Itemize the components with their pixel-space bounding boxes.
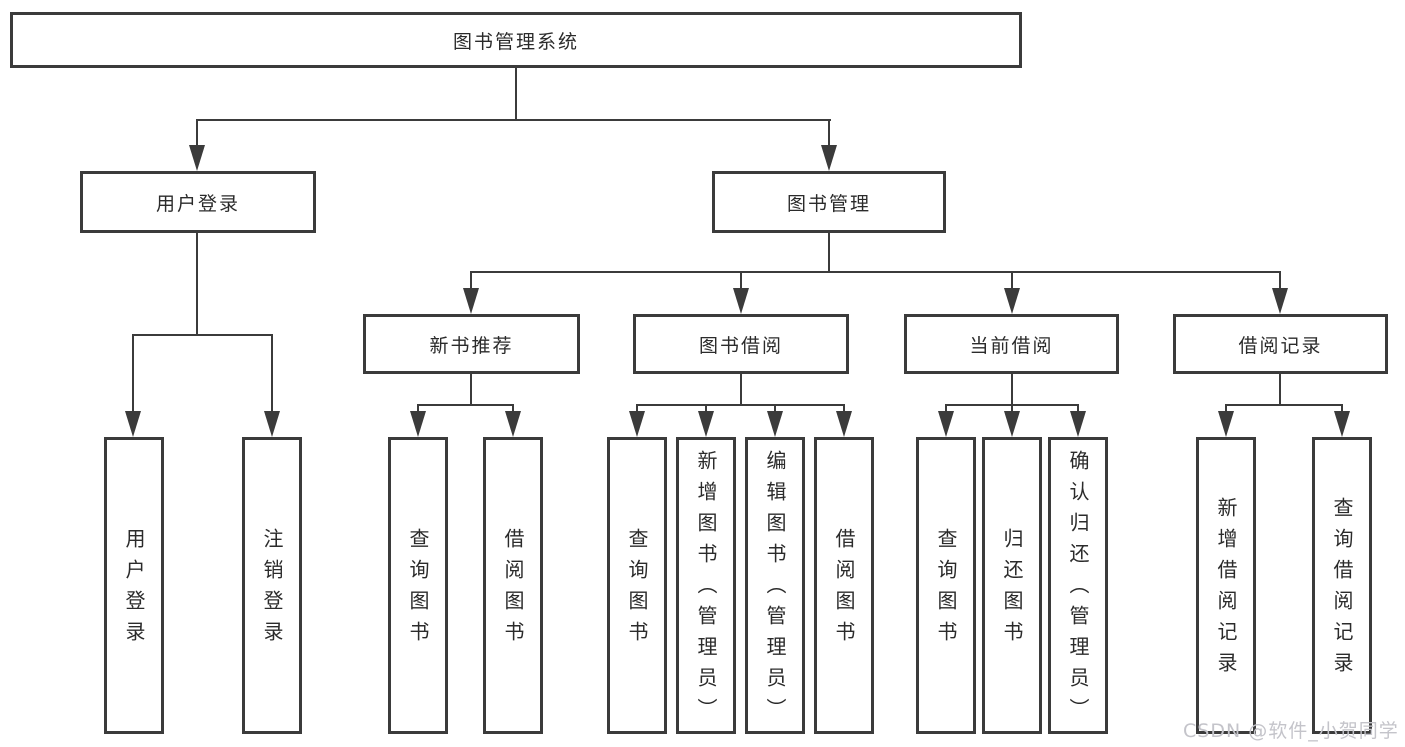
- connector-book-mgmt-hline: [470, 271, 1281, 273]
- connector-cb-query-stub: [945, 404, 947, 414]
- arrowhead-bb-add: [698, 411, 714, 437]
- connector-cb-return-stub: [1011, 404, 1013, 414]
- node-leaf-cb-query-book: 查询图书: [916, 437, 976, 734]
- connector-root-vline: [515, 68, 517, 120]
- connector-user-login-hline: [132, 334, 273, 336]
- node-label: 查询借阅记录: [1330, 496, 1354, 683]
- connector-current-borrow-vline: [1011, 374, 1013, 406]
- connector-root-hline: [196, 119, 831, 121]
- node-leaf-bb-query-book: 查询图书: [607, 437, 667, 734]
- node-label: 用户登录: [122, 527, 146, 652]
- arrowhead-book-mgmt: [821, 145, 837, 171]
- node-label: 注销登录: [260, 527, 284, 652]
- node-label: 图书管理系统: [452, 30, 579, 53]
- node-leaf-bb-edit-book-admin: 编辑图书（管理员）: [745, 437, 805, 734]
- node-leaf-nb-borrow-book: 借阅图书: [483, 437, 543, 734]
- node-label: 图书管理: [786, 192, 871, 215]
- connector-new-book-hline: [417, 404, 514, 406]
- node-label: 新增图书（管理员）: [694, 450, 718, 729]
- connector-book-mgmt-stub: [828, 119, 830, 147]
- csdn-watermark: CSDN @软件_小贺同学: [1183, 720, 1399, 742]
- connector-br-add-stub: [1225, 404, 1227, 414]
- arrowhead-bb-borrow: [836, 411, 852, 437]
- node-label: 新书推荐: [429, 334, 514, 357]
- arrowhead-nb-borrow: [505, 411, 521, 437]
- arrowhead-bb-edit: [767, 411, 783, 437]
- connector-current-borrow-stub: [1011, 271, 1013, 289]
- connector-br-query-stub: [1341, 404, 1343, 414]
- arrowhead-logout-leaf: [264, 411, 280, 437]
- node-current-borrowing: 当前借阅: [904, 314, 1119, 374]
- connector-nb-query-stub: [417, 404, 419, 414]
- connector-new-book-stub: [470, 271, 472, 289]
- connector-bb-edit-stub: [774, 404, 776, 414]
- node-label: 确认归还（管理员）: [1066, 450, 1090, 729]
- arrowhead-new-book: [463, 288, 479, 314]
- connector-borrow-records-vline: [1279, 374, 1281, 406]
- connector-bb-borrow-stub: [843, 404, 845, 414]
- connector-borrow-records-hline: [1225, 404, 1342, 406]
- connector-bb-query-stub: [636, 404, 638, 414]
- connector-borrow-records-stub: [1279, 271, 1281, 289]
- node-leaf-user-login: 用户登录: [104, 437, 164, 734]
- node-leaf-logout: 注销登录: [242, 437, 302, 734]
- node-book-management: 图书管理: [712, 171, 946, 233]
- connector-cb-confirm-stub: [1077, 404, 1079, 414]
- arrowhead-br-add: [1218, 411, 1234, 437]
- arrowhead-bb-query: [629, 411, 645, 437]
- node-leaf-nb-query-book: 查询图书: [388, 437, 448, 734]
- arrowhead-nb-query: [410, 411, 426, 437]
- connector-book-mgmt-vline: [828, 233, 830, 273]
- connector-nb-borrow-stub: [512, 404, 514, 414]
- arrowhead-login-leaf: [125, 411, 141, 437]
- connector-bb-add-stub: [705, 404, 707, 414]
- node-label: 归还图书: [1000, 527, 1024, 652]
- connector-book-borrow-hline: [636, 404, 845, 406]
- node-leaf-cb-return-book: 归还图书: [982, 437, 1042, 734]
- node-label: 查询图书: [934, 527, 958, 652]
- node-leaf-br-add-record: 新增借阅记录: [1196, 437, 1256, 734]
- connector-new-book-vline: [470, 374, 472, 406]
- connector-logout-leaf-stub: [271, 334, 273, 412]
- node-leaf-bb-borrow-book: 借阅图书: [814, 437, 874, 734]
- connector-book-borrow-vline: [740, 374, 742, 406]
- arrowhead-user-login: [189, 145, 205, 171]
- node-label: 借阅记录: [1238, 334, 1323, 357]
- node-label: 借阅图书: [832, 527, 856, 652]
- node-label: 用户登录: [155, 192, 240, 215]
- connector-book-borrow-stub: [740, 271, 742, 289]
- node-new-book-recommend: 新书推荐: [363, 314, 580, 374]
- arrowhead-borrow-records: [1272, 288, 1288, 314]
- node-book-borrowing: 图书借阅: [633, 314, 849, 374]
- node-borrowing-records: 借阅记录: [1173, 314, 1388, 374]
- arrowhead-cb-query: [938, 411, 954, 437]
- arrowhead-br-query: [1334, 411, 1350, 437]
- connector-login-leaf-stub: [132, 334, 134, 412]
- node-leaf-cb-confirm-return-admin: 确认归还（管理员）: [1048, 437, 1108, 734]
- node-label: 查询图书: [625, 527, 649, 652]
- node-user-login: 用户登录: [80, 171, 316, 233]
- node-label: 图书借阅: [698, 334, 783, 357]
- arrowhead-cb-return: [1004, 411, 1020, 437]
- node-label: 编辑图书（管理员）: [763, 450, 787, 729]
- node-leaf-bb-add-book-admin: 新增图书（管理员）: [676, 437, 736, 734]
- node-leaf-br-query-record: 查询借阅记录: [1312, 437, 1372, 734]
- node-library-management-system: 图书管理系统: [10, 12, 1022, 68]
- arrowhead-cb-confirm: [1070, 411, 1086, 437]
- connector-user-login-vline: [196, 233, 198, 336]
- node-label: 查询图书: [406, 527, 430, 652]
- arrowhead-book-borrow: [733, 288, 749, 314]
- arrowhead-current-borrow: [1004, 288, 1020, 314]
- node-label: 借阅图书: [501, 527, 525, 652]
- connector-user-login-stub: [196, 119, 198, 147]
- node-label: 新增借阅记录: [1214, 496, 1238, 683]
- node-label: 当前借阅: [969, 334, 1054, 357]
